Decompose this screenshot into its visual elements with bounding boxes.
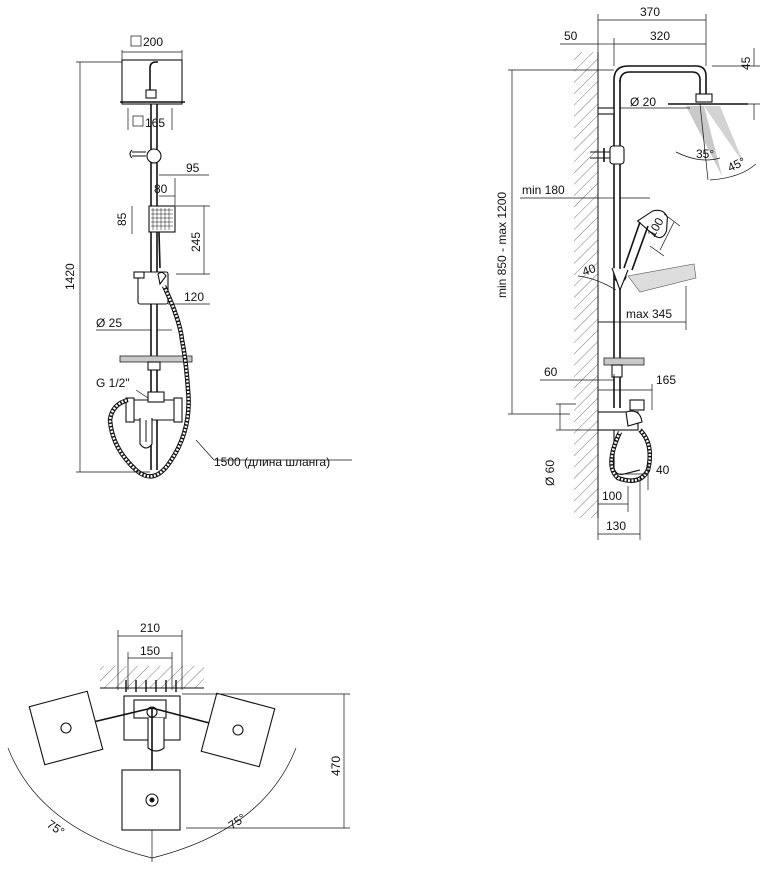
hand-shower-side bbox=[611, 209, 668, 292]
arc-right bbox=[151, 747, 297, 859]
diverter-knob bbox=[146, 148, 162, 164]
hose-length-label: 1500 (длина шланга) bbox=[214, 455, 330, 469]
angle-40: 40 bbox=[580, 261, 598, 279]
overhead-shower bbox=[120, 59, 185, 105]
dim-min-180: min 180 bbox=[522, 183, 565, 197]
wall-top bbox=[100, 666, 204, 688]
dim-max-345: max 345 bbox=[626, 307, 672, 321]
dim-height-range: min 850 - max 1200 bbox=[495, 192, 509, 298]
angle-right: 75° bbox=[226, 810, 249, 832]
dim-85: 85 bbox=[115, 212, 129, 226]
mixer-side bbox=[597, 399, 645, 475]
soap-shelf bbox=[119, 355, 193, 363]
dim-95: 95 bbox=[186, 161, 200, 175]
spray-45 bbox=[704, 106, 744, 164]
hand-shower-front bbox=[148, 205, 176, 269]
dim-1420: 1420 bbox=[63, 263, 77, 290]
thread-label: G 1/2" bbox=[96, 376, 130, 390]
dim-diameter-20: Ø 20 bbox=[630, 95, 656, 109]
dim-50: 50 bbox=[564, 29, 578, 43]
dim-100-side: 100 bbox=[602, 489, 622, 503]
side-rail bbox=[597, 65, 707, 408]
wall bbox=[574, 52, 598, 518]
mixer-front bbox=[125, 391, 183, 449]
dim-120: 120 bbox=[184, 290, 204, 304]
dim-45: 45 bbox=[739, 56, 753, 70]
dim-80: 80 bbox=[154, 182, 168, 196]
dim-370: 370 bbox=[640, 5, 660, 19]
diverter-side bbox=[609, 145, 625, 165]
dim-320: 320 bbox=[650, 29, 670, 43]
dim-150: 150 bbox=[140, 644, 160, 658]
dim-210: 210 bbox=[140, 621, 160, 635]
dim-165: 165 bbox=[145, 116, 165, 130]
side-view: 35° 45° 370 50 320 45 Ø 20 min 850 - bbox=[495, 5, 760, 540]
square-icon bbox=[132, 115, 144, 127]
dim-60: 60 bbox=[544, 365, 558, 379]
dim-245: 245 bbox=[189, 232, 203, 252]
dim-40-side: 40 bbox=[656, 463, 670, 477]
square-icon bbox=[130, 35, 142, 47]
top-view: 210 150 75° 75° bbox=[7, 621, 350, 862]
dim-200: 200 bbox=[143, 35, 163, 49]
dim-diameter-25: Ø 25 bbox=[96, 316, 122, 330]
angle-left: 75° bbox=[44, 817, 67, 839]
dim-130: 130 bbox=[606, 519, 626, 533]
angle-35: 35° bbox=[696, 147, 714, 161]
dim-diameter-60: Ø 60 bbox=[543, 460, 557, 486]
shelf-side bbox=[603, 357, 645, 366]
shower-hose bbox=[107, 285, 191, 479]
front-view: 200 165 bbox=[63, 35, 352, 479]
dim-165-side: 165 bbox=[656, 373, 676, 387]
arc-left bbox=[7, 747, 153, 859]
dim-470: 470 bbox=[329, 756, 343, 776]
hand-spray bbox=[627, 263, 697, 293]
